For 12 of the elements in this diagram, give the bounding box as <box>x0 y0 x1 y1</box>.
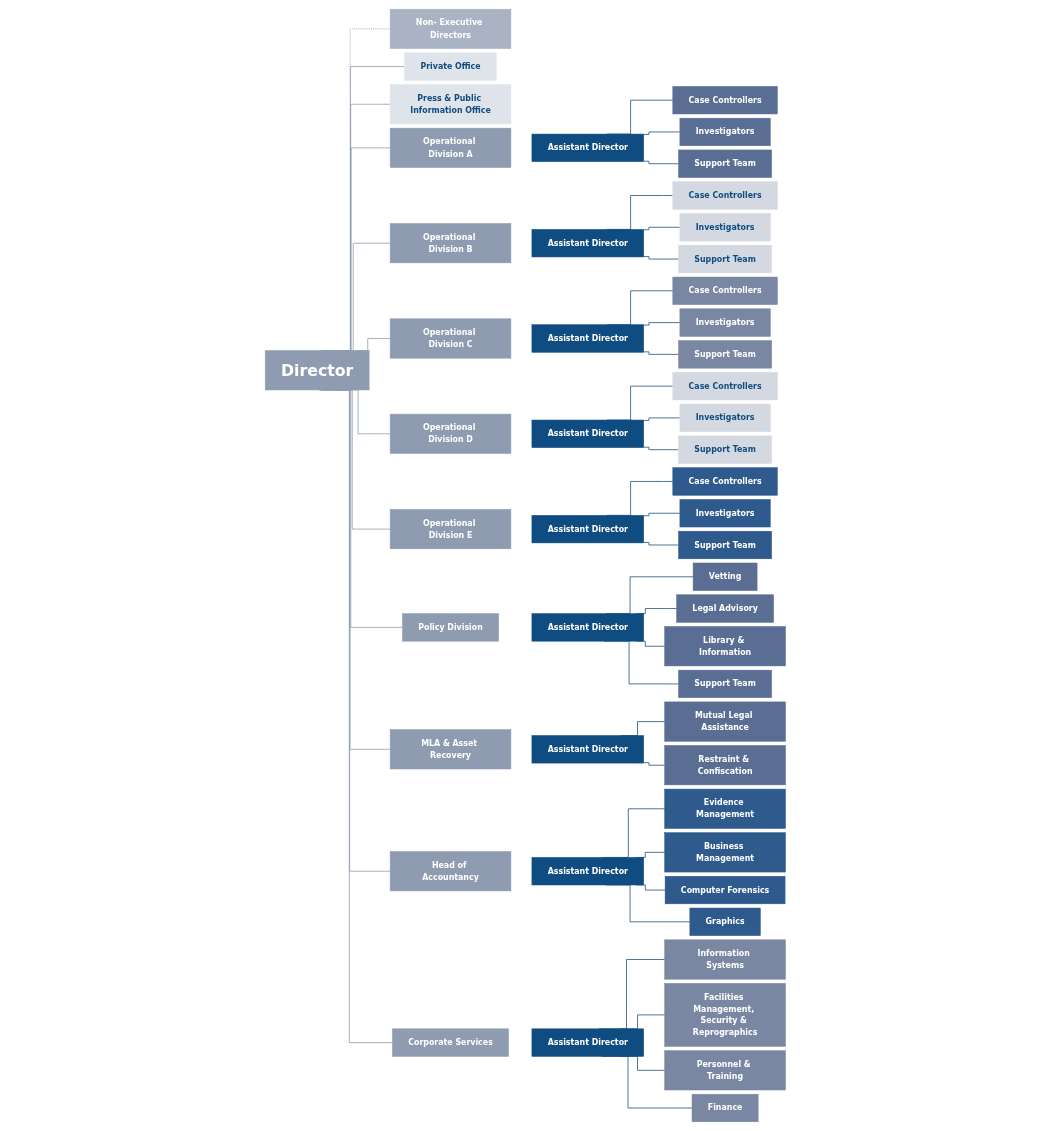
connector <box>642 322 680 326</box>
connector <box>642 256 679 260</box>
connector <box>642 512 680 517</box>
connector <box>642 131 680 135</box>
node-box: Director <box>264 350 370 391</box>
connector <box>642 446 679 451</box>
connector <box>642 160 679 165</box>
connector <box>642 417 680 421</box>
connector <box>642 226 680 231</box>
connector <box>642 762 665 766</box>
connector <box>642 351 679 355</box>
connector <box>642 542 679 546</box>
